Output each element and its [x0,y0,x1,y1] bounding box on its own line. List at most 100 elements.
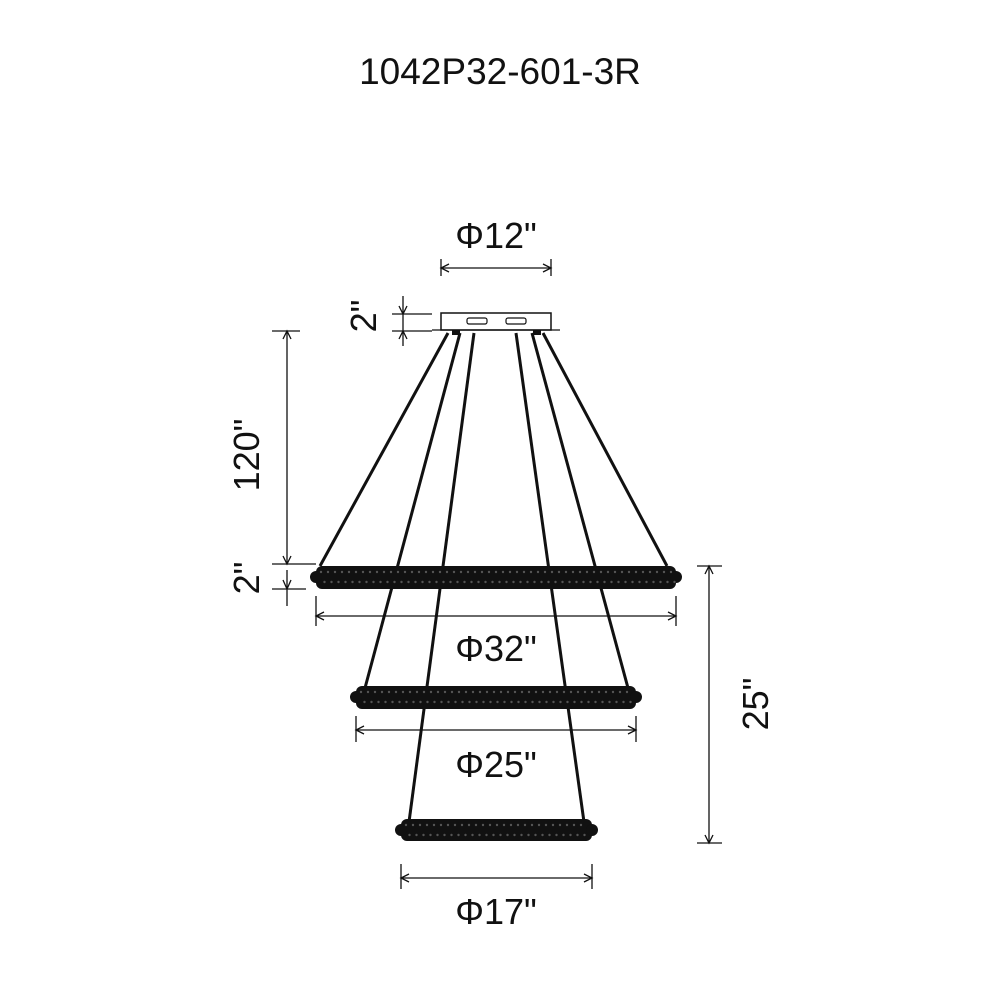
top-ring-crystal-facet [400,580,403,584]
bottom-ring-crystal-facet [439,823,443,827]
top-ring-crystal-facet [508,570,512,574]
top-ring-crystal-facet [393,580,396,584]
bottom-ring-crystal-facet [425,823,429,827]
middle-ring-crystal-facet [359,690,363,694]
middle-ring-crystal-facet [457,690,461,694]
bottom-ring-crystal-facet [509,823,513,827]
top-ring-crystal-facet [463,580,466,584]
middle-ring-crystal-facet [538,700,541,704]
bottom-ring-crystal-facet [474,823,478,827]
top-ring-crystal-facet [351,580,354,584]
bottom-ring-crystal-facet [530,823,534,827]
bottom-ring-crystal-facet [555,833,558,837]
bottom-ring-crystal-facet [408,833,411,837]
middle-ring-crystal-facet [429,690,433,694]
bottom-ring-crystal-texture [404,823,586,837]
middle-ring-crystal-facet [587,700,590,704]
bottom-ring-crystal-facet [443,833,446,837]
top-ring-crystal-facet [326,570,330,574]
top-ring-crystal-facet [361,570,365,574]
middle-ring-crystal-facet [534,690,538,694]
top-ring-crystal-facet [606,570,610,574]
top-ring-crystal-facet [613,570,617,574]
top-ring-crystal-facet [480,570,484,574]
middle-ring-crystal-facet [468,700,471,704]
middle-ring-crystal-facet [387,690,391,694]
bottom-ring-crystal-facet [544,823,548,827]
top-ring-crystal-facet [564,570,568,574]
middle-ring-crystal-facet [604,690,608,694]
middle-ring-crystal-facet [559,700,562,704]
bottom-ring-crystal-facet [506,833,509,837]
bottom-ring-diameter-label: Φ17" [455,891,537,932]
bottom-ring-crystal-facet [523,823,527,827]
middle-ring-crystal-facet [454,700,457,704]
middle-ring-crystal-facet [482,700,485,704]
top-ring-crystal-facet [571,570,575,574]
middle-ring-crystal-facet [569,690,573,694]
bottom-ring-crystal-facet [513,833,516,837]
top-ring-crystal-facet [491,580,494,584]
top-ring-crystal-facet [358,580,361,584]
bottom-ring-crystal-facet [572,823,576,827]
bottom-ring-crystal-facet [492,833,495,837]
top-ring-crystal-facet [592,570,596,574]
top-ring-crystal-facet [410,570,414,574]
top-ring-crystal-facet [375,570,379,574]
bottom-ring-crystal-facet [422,833,425,837]
middle-ring-crystal-facet [475,700,478,704]
bottom-ring-crystal-facet [464,833,467,837]
middle-ring-diameter-label: Φ25" [455,744,537,785]
middle-ring-crystal-facet [590,690,594,694]
top-ring-crystal-facet [354,570,358,574]
top-ring-crystal-facet [382,570,386,574]
bottom-ring-crystal-facet [579,823,583,827]
top-ring-crystal-facet [396,570,400,574]
top-ring-crystal-facet [330,580,333,584]
middle-ring-crystal-facet [391,700,394,704]
middle-ring-crystal-facet [419,700,422,704]
bottom-ring-crystal-facet [453,823,457,827]
canopy-height-label: 2" [343,300,384,333]
bottom-ring-crystal-facet [558,823,562,827]
top-ring-crystal-facet [477,580,480,584]
middle-ring-crystal-facet [398,700,401,704]
top-ring-crystal-facet [389,570,393,574]
bottom-ring-crystal-facet [471,833,474,837]
top-ring-crystal-facet [365,580,368,584]
bottom-ring-crystal-facet [460,823,464,827]
middle-ring-crystal-facet [384,700,387,704]
cable-length-label: 120" [226,419,267,492]
middle-ring-crystal-facet [506,690,510,694]
top-ring-crystal-facet [347,570,351,574]
middle-ring-crystal-facet [496,700,499,704]
top-ring-crystal-facet [620,570,624,574]
bottom-crystal-ring [395,819,598,841]
middle-ring-crystal-facet [618,690,622,694]
top-ring-crystal-facet [484,580,487,584]
bottom-ring-diameter-dimension [399,864,594,889]
top-ring-crystal-facet [634,570,638,574]
top-ring-crystal-facet [526,580,529,584]
middle-ring-crystal-facet [520,690,524,694]
top-ring-crystal-facet [652,580,655,584]
top-ring-crystal-facet [512,580,515,584]
middle-ring-crystal-facet [492,690,496,694]
middle-ring-crystal-facet [440,700,443,704]
top-ring-crystal-facet [449,580,452,584]
middle-ring-crystal-facet [548,690,552,694]
bottom-ring-crystal-facet [411,823,415,827]
middle-ring-crystal-facet [527,690,531,694]
top-ring-crystal-facet [641,570,645,574]
top-ring-crystal-facet [519,580,522,584]
top-ring-crystal-facet [501,570,505,574]
middle-ring-crystal-facet [478,690,482,694]
top-ring-crystal-facet [368,570,372,574]
middle-ring-crystal-facet [573,700,576,704]
top-ring-crystal-facet [452,570,456,574]
middle-ring-crystal-facet [370,700,373,704]
top-ring-crystal-facet [624,580,627,584]
top-ring-crystal-facet [319,570,323,574]
ceiling-canopy [432,312,560,335]
